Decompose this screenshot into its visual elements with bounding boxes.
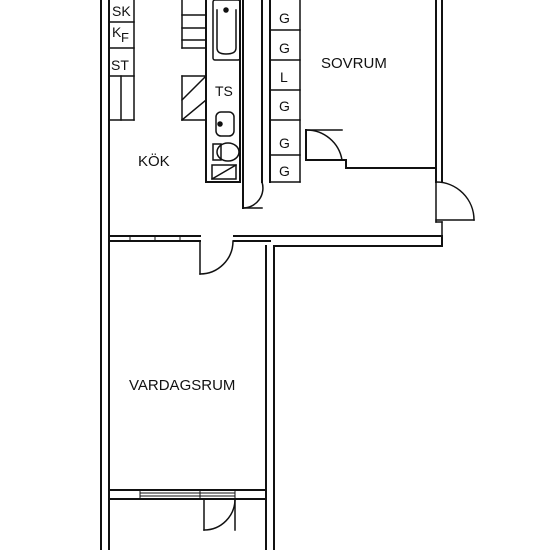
wardrobe-label: G xyxy=(279,40,290,56)
fixture-label-ts: TS xyxy=(215,83,233,99)
bedroom-walls xyxy=(305,0,443,183)
bathtub xyxy=(212,0,241,61)
wardrobe-label: L xyxy=(280,69,288,85)
exterior-left-wall xyxy=(100,0,110,550)
south-wall-window xyxy=(108,489,267,500)
floor-drain xyxy=(210,163,238,181)
room-label-kitchen: KÖK xyxy=(138,152,170,170)
room-label-living-room: VARDAGSRUM xyxy=(129,377,235,394)
fixture-label-f: F xyxy=(121,30,129,45)
balcony-door xyxy=(435,181,475,237)
wardrobe-label: G xyxy=(279,135,290,151)
wardrobe-label: G xyxy=(279,98,290,114)
wardrobe-label: G xyxy=(279,163,290,179)
bath-partition xyxy=(180,0,208,122)
living-room-right-wall xyxy=(265,245,275,550)
wardrobe-column xyxy=(269,0,301,183)
toilet xyxy=(212,142,240,162)
bedroom-door xyxy=(305,129,343,161)
sliding-partition xyxy=(129,235,181,242)
wardrobe-label: G xyxy=(279,10,290,26)
living-room-door xyxy=(199,240,234,275)
fixture-label-k: K xyxy=(112,24,122,40)
fixture-label-sk: SK xyxy=(112,3,131,19)
window-glazing xyxy=(139,489,236,500)
bathroom-door xyxy=(242,181,264,209)
kitchen-living-wall xyxy=(108,235,443,247)
room-label-bedroom: SOVRUM xyxy=(321,55,387,72)
kitchen-counter xyxy=(108,0,135,121)
fixture-label-st: ST xyxy=(111,57,129,73)
washbasin xyxy=(215,111,235,137)
balcony-door-south xyxy=(203,498,236,531)
